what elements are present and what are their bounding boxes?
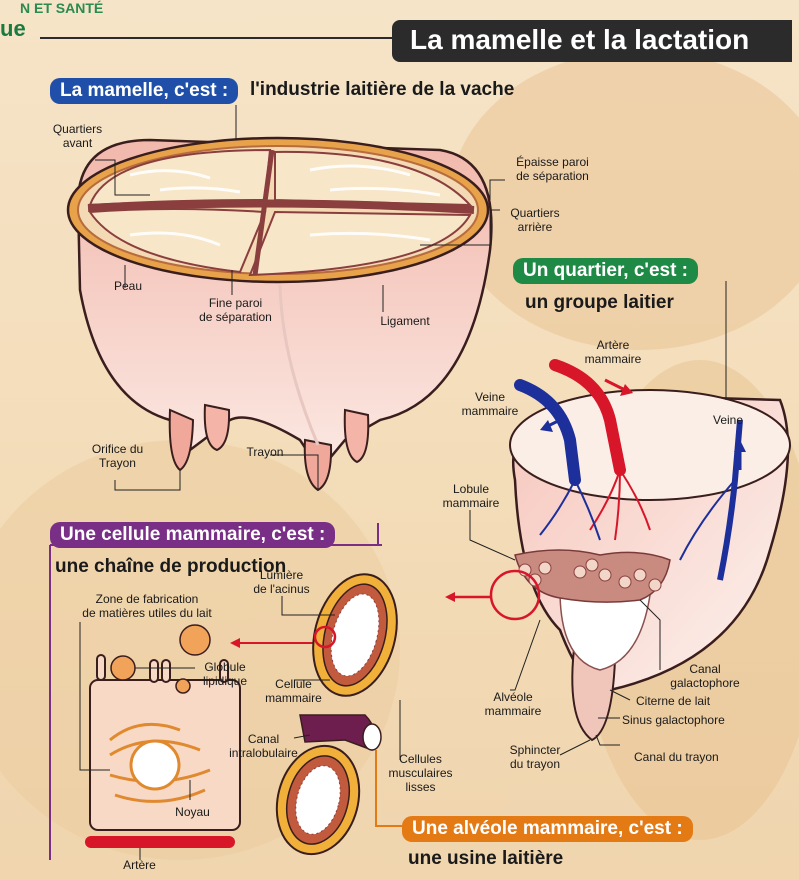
mamelle-subtitle: l'industrie laitière de la vache [250, 79, 514, 101]
label-orifice-trayon: Orifice du Trayon [80, 442, 155, 470]
label-trayon: Trayon [240, 445, 290, 459]
label-alveole-mammaire: Alvéole mammaire [478, 690, 548, 718]
quartier-subtitle: un groupe laitier [525, 292, 674, 314]
label-sinus: Sinus galactophore [622, 713, 762, 727]
label-lumiere-acinus: Lumière de l'acinus [244, 568, 319, 596]
label-globule-lipidique: Globule lipidique [195, 660, 255, 688]
label-sphincter: Sphincter du trayon [500, 743, 570, 771]
label-fine-paroi: Fine paroi de séparation [188, 296, 283, 324]
label-quartiers-arriere: Quartiers arrière [500, 206, 570, 234]
alveole-heading-pill: Une alvéole mammaire, c'est : [402, 816, 693, 842]
cellule-heading-pill: Une cellule mammaire, c'est : [50, 522, 335, 548]
label-zone-fabrication: Zone de fabrication de matières utiles d… [62, 592, 232, 620]
label-epaisse-paroi: Épaisse paroi de séparation [505, 155, 600, 183]
label-canal-intralobulaire: Canal intralobulaire [226, 732, 301, 760]
quartier-heading-pill: Un quartier, c'est : [513, 258, 698, 284]
label-peau: Peau [108, 279, 148, 293]
label-canal-trayon: Canal du trayon [634, 750, 754, 764]
label-lobule-mammaire: Lobule mammaire [436, 482, 506, 510]
label-canal-galactophore: Canal galactophore [660, 662, 750, 690]
label-cellule-mammaire: Cellule mammaire [256, 677, 331, 705]
label-cellules-musculaires: Cellules musculaires lisses [378, 752, 463, 794]
label-veine: Veine [708, 413, 748, 427]
label-ligament: Ligament [370, 314, 440, 328]
alveole-subtitle: une usine laitière [408, 848, 563, 870]
label-quartiers-avant: Quartiers avant [40, 122, 115, 150]
label-artere-mammaire: Artère mammaire [578, 338, 648, 366]
label-noyau: Noyau [170, 805, 215, 819]
label-artere: Artère [117, 858, 162, 872]
label-veine-mammaire: Veine mammaire [455, 390, 525, 418]
label-citerne: Citerne de lait [636, 694, 756, 708]
mamelle-heading-pill: La mamelle, c'est : [50, 78, 238, 104]
udder-illustration [68, 105, 505, 490]
